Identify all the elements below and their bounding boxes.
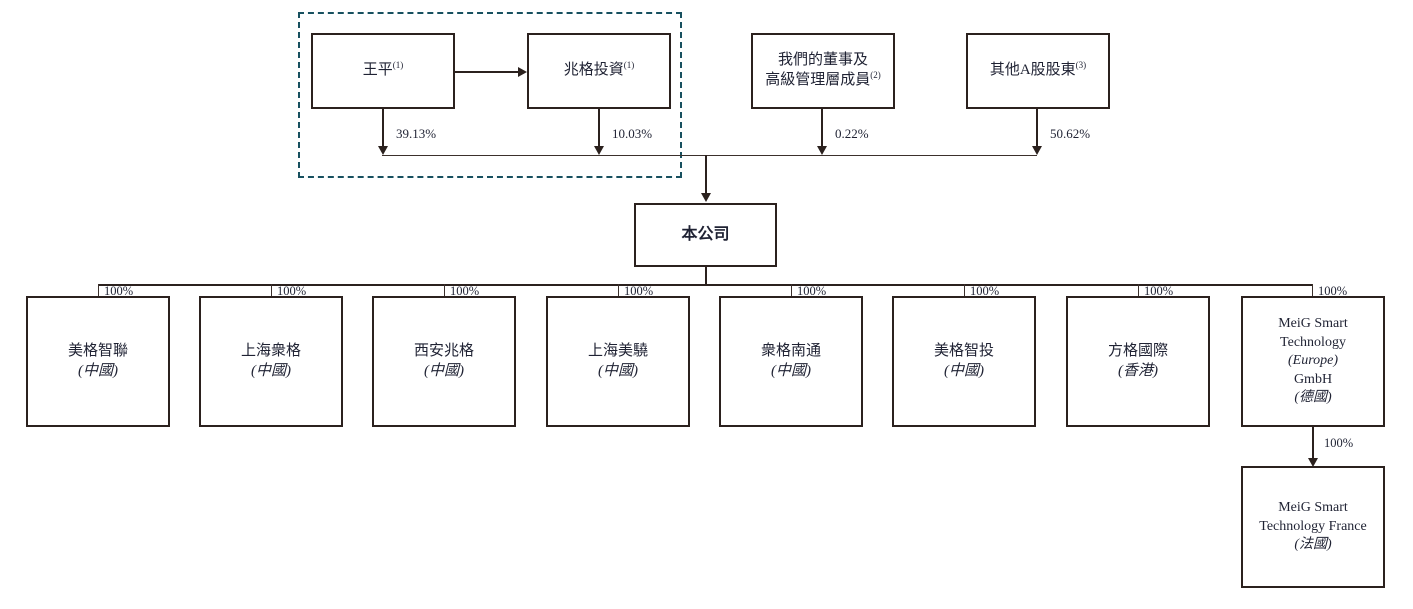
connector-company-stem — [705, 267, 707, 285]
subsidiary-box-shanghai-meixiao[interactable]: 上海美驍 (中國) — [546, 296, 690, 427]
percent-label-zhongge-nantong: 100% — [797, 284, 827, 298]
subsidiary-name-meig-france-line1: MeiG Smart — [1278, 500, 1348, 516]
subsidiary-location-meig-europe: (德國) — [1294, 390, 1332, 406]
company-box-the-company[interactable]: 本公司 — [634, 203, 777, 267]
percent-label-xian-zhaoge: 100% — [450, 284, 480, 298]
shareholder-name-wang-ping: 王平 — [362, 62, 393, 79]
percent-label-fangge-international: 100% — [1144, 284, 1174, 298]
subsidiary-box-xian-zhaoge[interactable]: 西安兆格 (中國) — [372, 296, 516, 427]
connector-sub-5 — [791, 284, 792, 296]
subsidiary-name-zhongge-nantong: 衆格南通 — [760, 342, 821, 359]
connector-sub-3 — [444, 284, 445, 296]
shareholder-box-wang-ping[interactable]: 王平(1) — [311, 33, 455, 109]
arrowhead-wangping-down — [378, 146, 388, 155]
subsidiary-box-shanghai-zhongge[interactable]: 上海衆格 (中國) — [199, 296, 343, 427]
percent-label-zhaoge-investment: 10.03% — [612, 126, 653, 141]
connector-wangping-to-zhaoge — [455, 71, 519, 73]
subsidiary-name-meig-europe-line1: MeiG Smart — [1278, 316, 1348, 332]
percent-label-directors-and-senior-management: 0.22% — [835, 126, 869, 141]
subsidiary-box-meig-smart-technology-europe[interactable]: MeiG Smart Technology (Europe) GmbH (德國) — [1241, 296, 1385, 427]
arrowhead-zhaoge-down — [594, 146, 604, 155]
shareholder-box-other-a-share-shareholders[interactable]: 其他A股股東(3) — [966, 33, 1110, 109]
footnote-marker-1: (1) — [392, 60, 404, 71]
controlling-shareholder-dashed-group — [298, 12, 682, 178]
connector-sub-1 — [98, 284, 99, 296]
subsidiary-location-xian-zhaoge: (中國) — [424, 362, 464, 379]
subsidiary-box-meig-smart-technology-france[interactable]: MeiG Smart Technology France (法國) — [1241, 466, 1385, 588]
arrowhead-europe-to-france — [1308, 458, 1318, 467]
subsidiary-name-shanghai-zhongge: 上海衆格 — [240, 342, 301, 359]
percent-label-meig-europe: 100% — [1318, 284, 1348, 298]
subsidiary-distribution-bus — [98, 284, 1313, 286]
connector-bus-to-company — [705, 155, 707, 195]
percent-label-meig-france: 100% — [1324, 436, 1354, 450]
shareholder-name-dsm-line1: 我們的董事及 — [777, 52, 868, 69]
arrowhead-bus-to-company — [701, 193, 711, 202]
subsidiary-name-meig-france-line2: Technology France — [1259, 518, 1367, 534]
subsidiary-location-shanghai-meixiao: (中國) — [598, 362, 638, 379]
connector-europe-to-france — [1312, 427, 1314, 463]
subsidiary-location-shanghai-zhongge: (中國) — [251, 362, 291, 379]
connector-sub-8 — [1312, 284, 1313, 296]
subsidiary-box-meig-zhilian[interactable]: 美格智聯 (中國) — [26, 296, 170, 427]
subsidiary-name-xian-zhaoge: 西安兆格 — [413, 342, 474, 359]
percent-label-wang-ping: 39.13% — [396, 126, 437, 141]
percent-label-shanghai-meixiao: 100% — [624, 284, 654, 298]
subsidiary-name-meig-zhitou: 美格智投 — [933, 342, 994, 359]
connector-other-a-share-down — [1036, 109, 1038, 147]
arrowhead-dsm-down — [817, 146, 827, 155]
footnote-marker-3: (3) — [1075, 60, 1087, 71]
arrowhead-wangping-to-zhaoge — [518, 67, 527, 77]
footnote-marker-2: (2) — [870, 70, 881, 80]
subsidiary-box-zhongge-nantong[interactable]: 衆格南通 (中國) — [719, 296, 863, 427]
company-name: 本公司 — [681, 226, 730, 244]
subsidiary-location-meig-zhitou: (中國) — [944, 362, 984, 379]
percent-label-other-a-share-shareholders: 50.62% — [1050, 126, 1091, 141]
percent-label-meig-zhilian: 100% — [104, 284, 134, 298]
shareholder-name-other-a-share: 其他A股股東 — [989, 62, 1076, 79]
connector-sub-2 — [271, 284, 272, 296]
connector-sub-4 — [618, 284, 619, 296]
subsidiary-name-meig-europe-line4: GmbH — [1293, 371, 1333, 387]
shareholder-box-zhaoge-investment[interactable]: 兆格投資(1) — [527, 33, 671, 109]
connector-sub-7 — [1138, 284, 1139, 296]
subsidiary-name-fangge-international: 方格國際 — [1107, 342, 1168, 359]
subsidiary-name-meig-europe-line3: (Europe) — [1287, 353, 1339, 369]
connector-sub-6 — [964, 284, 965, 296]
shareholder-name-dsm-line2: 高級管理層成員 — [765, 72, 871, 88]
shareholder-collector-bus — [382, 155, 1037, 156]
subsidiary-box-meig-zhitou[interactable]: 美格智投 (中國) — [892, 296, 1036, 427]
subsidiary-name-meig-europe-line2: Technology — [1280, 334, 1346, 350]
subsidiary-name-meig-zhilian: 美格智聯 — [67, 342, 128, 359]
percent-label-shanghai-zhongge: 100% — [277, 284, 307, 298]
footnote-marker-1b: (1) — [623, 60, 635, 71]
subsidiary-box-fangge-international[interactable]: 方格國際 (香港) — [1066, 296, 1210, 427]
connector-zhaoge-down — [598, 109, 600, 147]
subsidiary-location-zhongge-nantong: (中國) — [771, 362, 811, 379]
shareholder-name-zhaoge-investment: 兆格投資 — [563, 62, 624, 79]
connector-dsm-down — [821, 109, 823, 147]
subsidiary-location-meig-zhilian: (中國) — [78, 362, 118, 379]
arrowhead-other-a-share-down — [1032, 146, 1042, 155]
shareholder-box-directors-and-senior-management[interactable]: 我們的董事及 高級管理層成員(2) — [751, 33, 895, 109]
subsidiary-name-shanghai-meixiao: 上海美驍 — [587, 342, 648, 359]
subsidiary-location-fangge-international: (香港) — [1118, 362, 1158, 379]
percent-label-meig-zhitou: 100% — [970, 284, 1000, 298]
connector-wangping-down — [382, 109, 384, 147]
subsidiary-location-meig-france: (法國) — [1294, 537, 1332, 553]
